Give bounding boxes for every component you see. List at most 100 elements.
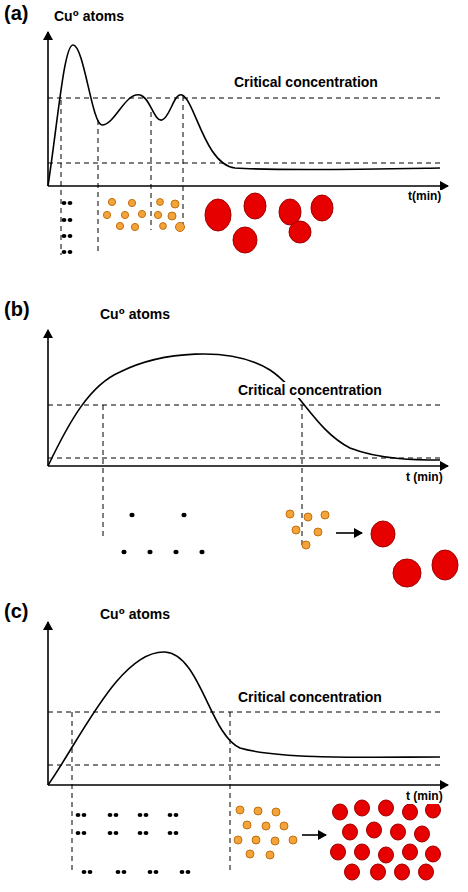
nucleus [131,223,138,230]
nucleus [138,210,145,217]
nucleus [103,211,110,218]
particle [355,800,370,816]
particle [343,824,358,840]
atom-dot [168,831,173,835]
atom-dot [174,831,179,835]
nucleus [254,807,262,815]
nucleus [302,541,310,549]
particle [367,822,382,838]
panel-label: (c) [2,600,30,623]
particle [311,195,333,221]
nucleus [234,836,242,844]
nucleus [292,526,300,534]
particle [379,847,394,863]
axis-label: t (min) [404,790,445,804]
particle [426,846,441,862]
nucleus [304,513,312,521]
nucleus [128,199,135,206]
atom-dot [138,831,143,835]
atom-dot [114,831,119,835]
nucleus [176,223,185,232]
particle [379,800,394,816]
atom-dot [82,831,87,835]
nucleus [289,836,297,844]
axis-label: t (min) [404,471,445,485]
nucleus [266,851,274,859]
nucleus [272,808,280,816]
atom-dot [122,870,127,874]
nucleus [160,223,167,230]
nucleus [286,510,294,518]
atom-dot [168,813,173,817]
atom-dot [181,513,186,517]
particle [403,844,418,860]
nucleus [280,822,288,830]
axis-label: Cu⁰ atoms [98,606,172,622]
particle [205,199,231,231]
nucleus [154,211,161,218]
axis-label: t(min) [406,190,443,204]
atom-dot [180,870,185,874]
atom-dot [76,813,81,817]
particle [393,559,421,587]
particle [415,826,430,842]
atom-dot [68,250,73,254]
nucleus [262,822,270,830]
particle [331,844,346,860]
atom-dot [108,813,113,817]
nucleus [246,850,254,858]
atom-dot [186,870,191,874]
atom-dot [129,513,134,517]
particle [345,864,360,880]
panel-label: (b) [2,298,32,321]
atom-dot [174,813,179,817]
axis-label: Cu⁰ atoms [98,306,172,322]
atom-dot [82,870,87,874]
atom-dot [62,234,67,238]
atom-dot [144,831,149,835]
atom-dot [199,550,204,554]
atom-dot [82,813,87,817]
nucleus [252,836,260,844]
atom-dot [76,831,81,835]
nucleus [321,511,329,519]
particle [426,802,441,818]
atom-dot [173,550,178,554]
particle [244,193,266,219]
threshold-label: Critical concentration [236,689,384,705]
atom-dot [147,550,152,554]
particle [355,844,370,860]
particle [333,804,348,820]
axis-label: Cu⁰ atoms [52,8,126,24]
particle [432,550,458,580]
nucleus [116,222,123,229]
nucleus [236,806,244,814]
particle [403,804,418,820]
threshold-label: Critical concentration [236,382,384,398]
atom-dot [68,201,73,205]
atom-dot [154,870,159,874]
atom-dot [116,870,121,874]
particle [371,864,386,880]
nucleus [157,199,164,206]
atom-dot [144,813,149,817]
atom-dot [68,234,73,238]
atom-dot [88,870,93,874]
panel-label: (a) [2,2,30,25]
atom-dot [108,831,113,835]
atom-dot [62,201,67,205]
particle [395,864,410,880]
atom-dot [114,813,119,817]
atom-dot [138,813,143,817]
nucleus [243,821,251,829]
nucleus [271,837,279,845]
threshold-label: Critical concentration [232,74,380,90]
particle [391,824,406,840]
nucleus [168,212,176,220]
particle [419,864,434,880]
particle [233,227,257,253]
atom-dot [68,218,73,222]
atom-dot [148,870,153,874]
nucleus [314,528,322,536]
